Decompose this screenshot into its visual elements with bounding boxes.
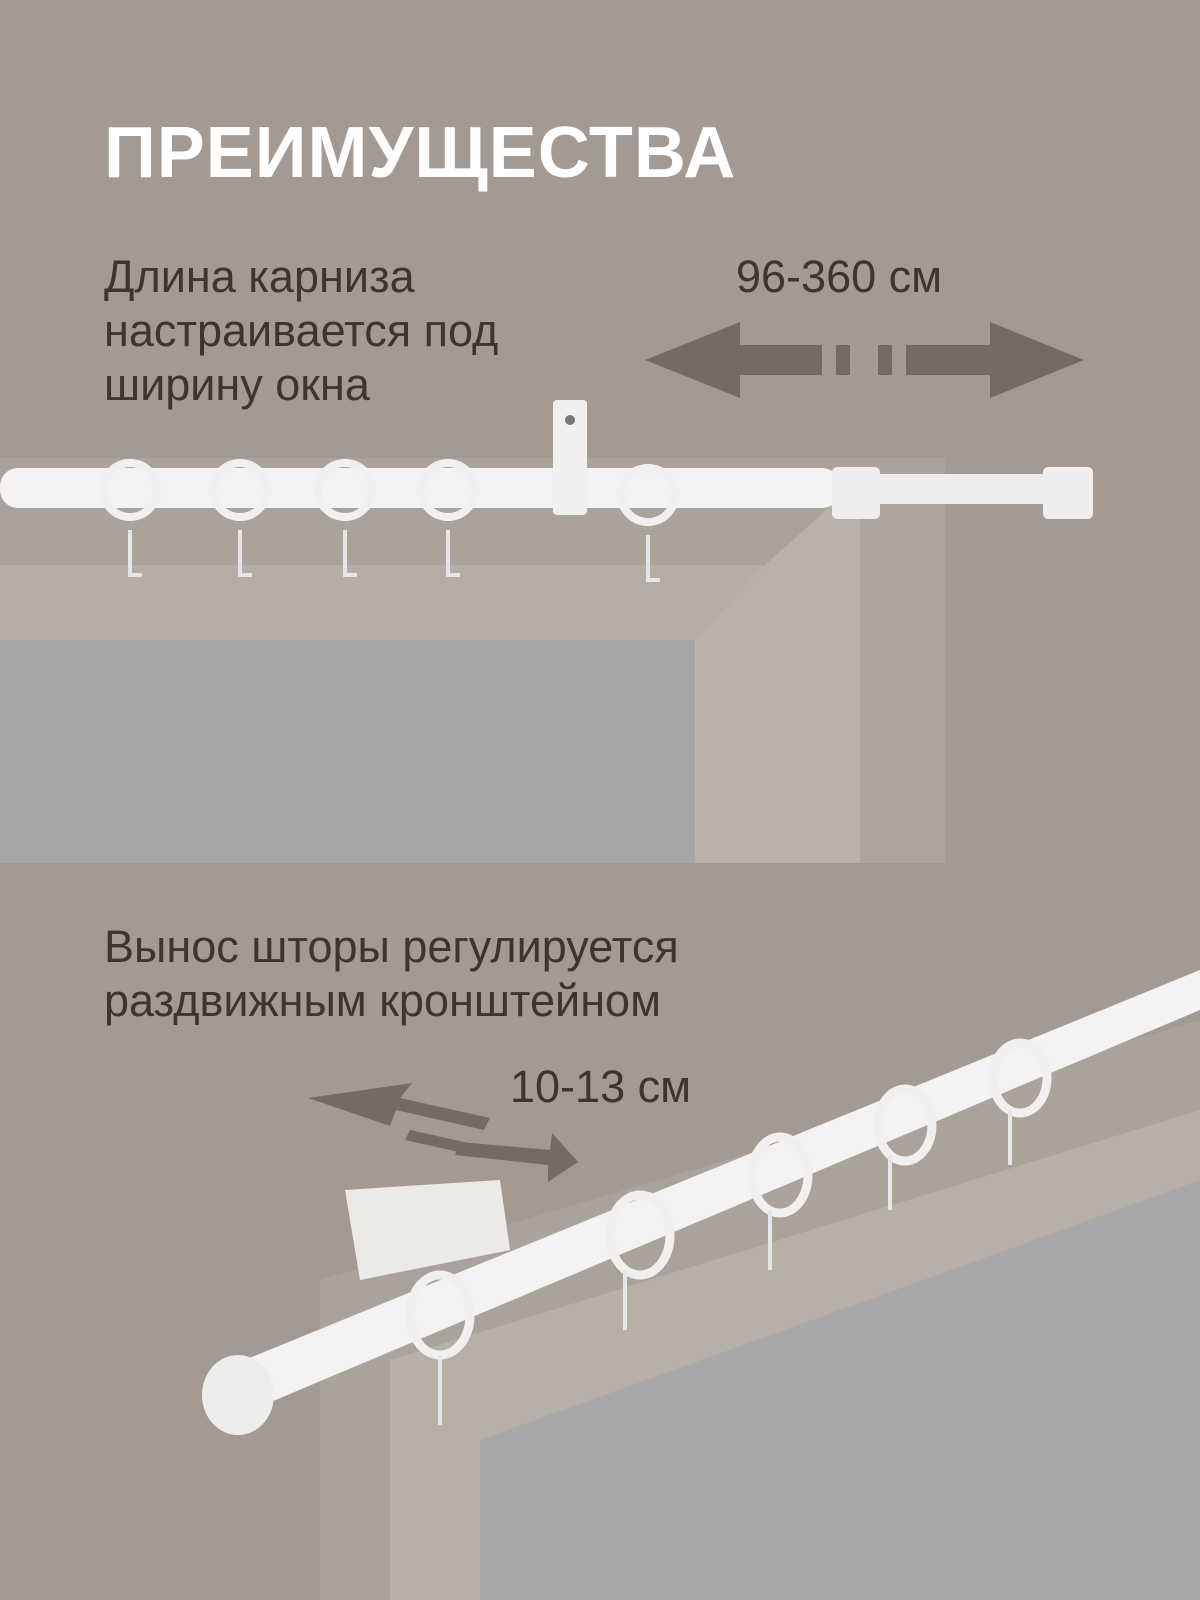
feature-bracket-line: раздвижным кронштейном	[104, 975, 662, 1026]
length-range: 96-360 см	[736, 251, 943, 302]
curtain-rod-bottom	[202, 970, 1200, 1435]
feature-length-text: Длина карниза настраивается под ширину о…	[104, 250, 498, 412]
feature-bracket-line: Вынос шторы регулируется	[104, 921, 679, 972]
depth-arrow	[308, 1083, 578, 1182]
page-title: ПРЕИМУЩЕСТВА	[104, 113, 737, 193]
curtain-rod-top	[0, 400, 1093, 582]
width-arrow	[645, 322, 1084, 398]
feature-length-line: ширину окна	[104, 359, 370, 410]
feature-bracket-text: Вынос шторы регулируется раздвижным крон…	[104, 920, 679, 1028]
feature-length-line: настраивается под	[104, 305, 499, 356]
window-bottom	[320, 1020, 1200, 1600]
bracket-range: 10-13 см	[510, 1061, 692, 1112]
window-top	[0, 458, 945, 863]
feature-length-line: Длина карниза	[104, 251, 415, 302]
